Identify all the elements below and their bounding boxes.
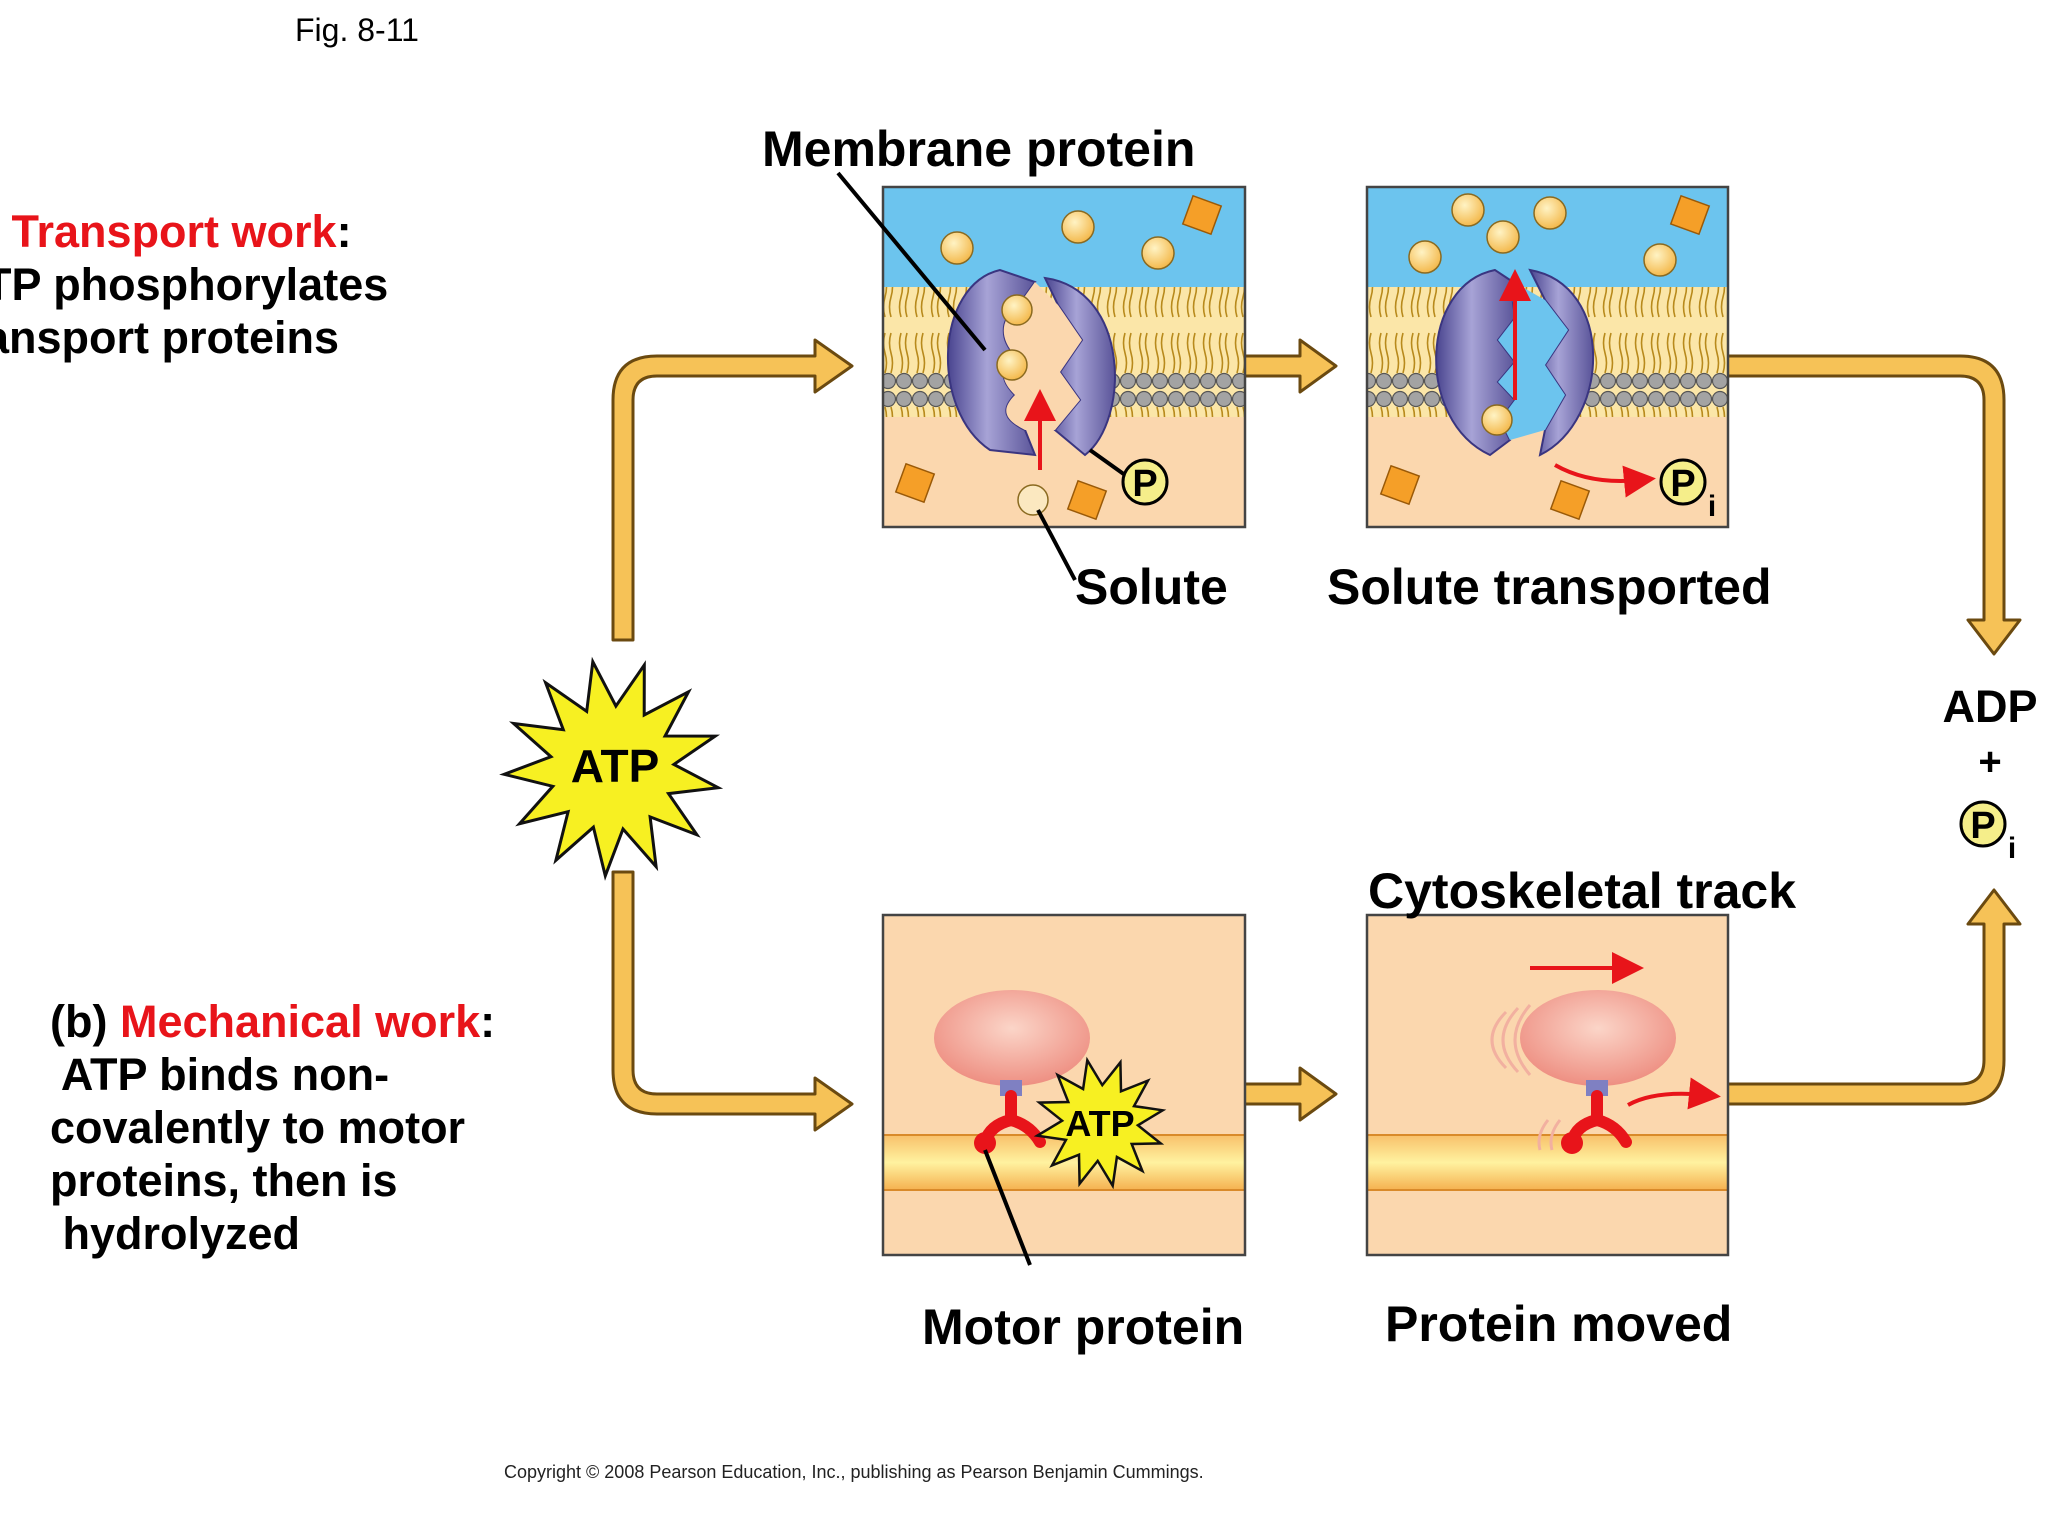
adp-label: ADP: [1942, 681, 2037, 732]
mechanical-title: Mechanical work: [119, 996, 481, 1047]
transport-panel-before: P: [836, 171, 1247, 581]
inorganic-phosphate-label-1: P: [1670, 463, 1695, 505]
solute-particles-1: [940, 210, 1175, 516]
solute-particles-2: [1408, 193, 1677, 436]
plus-label: +: [1978, 740, 2001, 784]
atp-label: ATP: [571, 740, 660, 792]
mechanical-line1: ATP binds non-: [50, 1049, 390, 1100]
motor-protein-icon: [934, 990, 1090, 1154]
arrow-to-adp-top: [1718, 354, 2022, 656]
cytoskeletal-track-label: Cytoskeletal track: [1368, 863, 1797, 919]
transport-title: Transport work: [11, 206, 337, 257]
inorganic-phosphate-icon-1: [1659, 458, 1707, 506]
mechanical-line2: covalently to motor: [50, 1102, 466, 1153]
diamond-molecules-2: [1379, 194, 1711, 521]
mechanical-work-heading: (b) Mechanical work: ATP binds non- cova…: [50, 995, 495, 1260]
atp-small-label: ATP: [1065, 1103, 1134, 1144]
figure-label: Fig. 8-11: [295, 12, 419, 48]
membrane-protein-label: Membrane protein: [762, 121, 1196, 177]
copyright-notice: Copyright © 2008 Pearson Education, Inc.…: [504, 1462, 1204, 1482]
motor-protein-label: Motor protein: [922, 1299, 1245, 1355]
transport-line1: TP phosphorylates: [0, 259, 389, 310]
transport-work-heading: ) Transport work: TP phosphorylates ansp…: [0, 205, 388, 364]
mechanical-line4: hydrolyzed: [50, 1208, 301, 1259]
atp-starburst-icon: ATP: [499, 656, 724, 881]
phosphate-label: P: [1132, 463, 1157, 505]
motion-lines: [1490, 1004, 1562, 1151]
mechanical-colon: :: [480, 996, 496, 1047]
transport-colon: :: [336, 206, 352, 257]
arrow-transport-step: [1242, 338, 1338, 394]
inorganic-sub-2: i: [2008, 832, 2016, 865]
mechanical-prefix: (b): [50, 996, 108, 1047]
transport-panel-after: P i: [1365, 185, 1730, 529]
mechanical-line3: proteins, then is: [50, 1155, 398, 1206]
arrow-mechanical-step: [1242, 1066, 1338, 1122]
solute-label: Solute: [1075, 559, 1228, 615]
phosphate-icon: [1121, 458, 1169, 506]
arrow-to-adp-bottom: [1718, 888, 2022, 1106]
arrow-atp-to-mechanical: [611, 870, 854, 1132]
arrow-atp-to-transport: [611, 338, 854, 642]
inorganic-sub-1: i: [1708, 490, 1716, 523]
solute-transported-label: Solute transported: [1327, 559, 1772, 615]
protein-moved-label: Protein moved: [1385, 1296, 1733, 1352]
transport-line2: ansport proteins: [0, 312, 340, 363]
flow-arrows: [611, 338, 2022, 1132]
mechanical-panel-after: [1365, 913, 1730, 1257]
moved-motor-protein-icon: [1520, 990, 1676, 1154]
inorganic-phosphate-label-2: P: [1970, 805, 1995, 847]
diamond-molecules-1: [894, 194, 1223, 521]
mechanical-panel-before: ATP: [881, 913, 1247, 1266]
inorganic-phosphate-icon-2: [1959, 800, 2007, 848]
